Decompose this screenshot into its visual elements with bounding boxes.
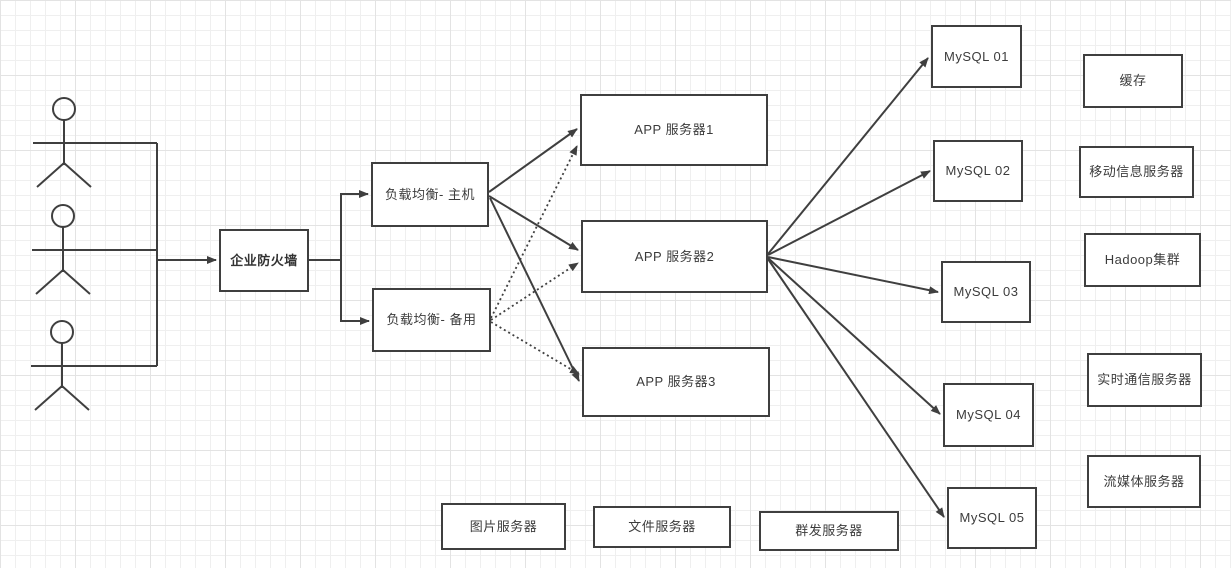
- edge-lbbackup-app2: [490, 262, 579, 321]
- node-label: 流媒体服务器: [1103, 473, 1185, 489]
- edge-lbmain-app3: [489, 197, 580, 382]
- node-label: 群发服务器: [795, 523, 863, 539]
- node-mysql-01[interactable]: MySQL 01: [931, 25, 1022, 88]
- node-load-balancer-backup[interactable]: 负载均衡- 备用: [372, 288, 491, 352]
- node-mysql-04[interactable]: MySQL 04: [943, 383, 1034, 447]
- node-label: MySQL 03: [953, 284, 1019, 300]
- user-bus-lines: [95, 142, 158, 367]
- node-load-balancer-main[interactable]: 负载均衡- 主机: [371, 162, 489, 227]
- edge-lbmain-app1: [488, 128, 578, 193]
- node-hadoop-cluster[interactable]: Hadoop集群: [1084, 233, 1201, 287]
- node-label: MySQL 05: [959, 510, 1025, 526]
- node-label: APP 服务器1: [634, 122, 714, 138]
- node-label: MySQL 01: [944, 48, 1009, 64]
- edge-app2-mysql03: [767, 256, 939, 295]
- node-file-server[interactable]: 文件服务器: [593, 506, 731, 548]
- user-icon: [30, 320, 96, 411]
- edge-app2-mysql01: [767, 57, 929, 255]
- node-label: APP 服务器2: [634, 248, 715, 264]
- node-label: 负载均衡- 主机: [385, 186, 475, 202]
- node-broadcast-server[interactable]: 群发服务器: [759, 511, 899, 551]
- node-mysql-05[interactable]: MySQL 05: [947, 487, 1037, 549]
- node-app-server-1[interactable]: APP 服务器1: [580, 94, 768, 166]
- node-app-server-2[interactable]: APP 服务器2: [581, 220, 768, 293]
- node-firewall[interactable]: 企业防火墙: [219, 229, 309, 292]
- dotted-edges: [490, 145, 580, 375]
- node-realtime-comm-server[interactable]: 实时通信服务器: [1087, 353, 1202, 407]
- node-mysql-03[interactable]: MySQL 03: [941, 261, 1031, 323]
- node-mysql-02[interactable]: MySQL 02: [933, 140, 1023, 202]
- node-cache[interactable]: 缓存: [1083, 54, 1183, 108]
- node-label: MySQL 04: [956, 407, 1021, 423]
- node-label: MySQL 02: [945, 163, 1011, 179]
- edge-lbmain-app2: [488, 195, 579, 251]
- node-label: APP 服务器3: [636, 374, 716, 390]
- user-icon: [31, 204, 97, 295]
- node-streaming-media-server[interactable]: 流媒体服务器: [1087, 455, 1201, 508]
- node-label: Hadoop集群: [1104, 252, 1181, 268]
- node-label: 图片服务器: [469, 518, 538, 534]
- edge-lbbackup-app3: [490, 321, 580, 375]
- node-label: 负载均衡- 备用: [386, 312, 477, 328]
- node-image-server[interactable]: 图片服务器: [441, 503, 566, 550]
- node-label: 缓存: [1119, 73, 1147, 89]
- node-mobile-info-server[interactable]: 移动信息服务器: [1079, 146, 1194, 198]
- node-label: 实时通信服务器: [1097, 372, 1192, 388]
- edge-firewall-lb-main: [309, 190, 369, 261]
- edge-app2-mysql05: [767, 258, 945, 518]
- node-label: 移动信息服务器: [1089, 164, 1184, 180]
- solid-edges: [157, 57, 945, 518]
- edge-firewall-lb-backup: [309, 259, 370, 325]
- edge-lbbackup-app1: [490, 145, 578, 319]
- node-label: 企业防火墙: [230, 252, 298, 268]
- edge-app2-mysql02: [767, 170, 931, 256]
- edge-app2-mysql04: [767, 257, 941, 415]
- node-app-server-3[interactable]: APP 服务器3: [582, 347, 770, 417]
- user-icon: [32, 97, 98, 188]
- node-label: 文件服务器: [628, 519, 696, 535]
